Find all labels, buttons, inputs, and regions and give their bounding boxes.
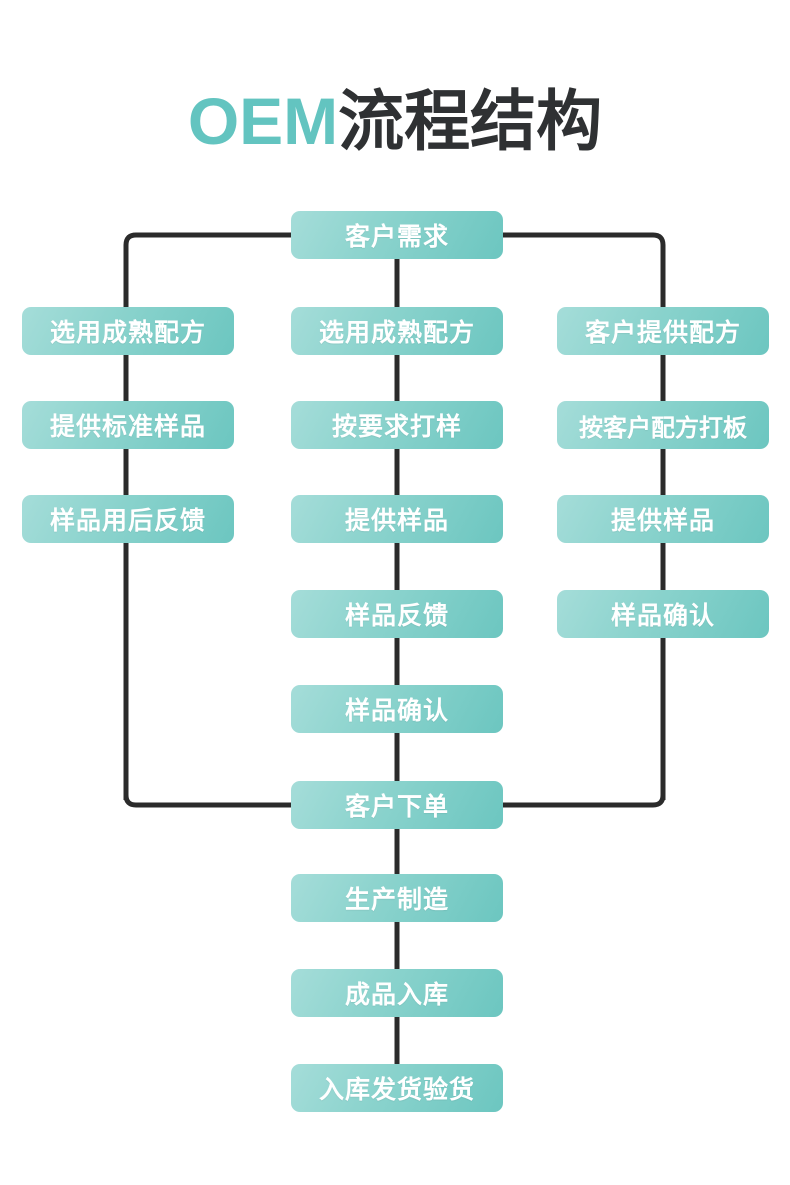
node-mid-5[interactable]: 样品确认: [291, 685, 503, 733]
node-left-3[interactable]: 样品用后反馈: [22, 495, 234, 543]
node-right-2[interactable]: 按客户配方打板: [557, 401, 769, 449]
page-title: OEM流程结构: [0, 88, 790, 154]
node-right-3[interactable]: 提供样品: [557, 495, 769, 543]
node-mid-3[interactable]: 提供样品: [291, 495, 503, 543]
node-left-2[interactable]: 提供标准样品: [22, 401, 234, 449]
node-tail-3[interactable]: 入库发货验货: [291, 1064, 503, 1112]
node-mid-1[interactable]: 选用成熟配方: [291, 307, 503, 355]
node-right-1[interactable]: 客户提供配方: [557, 307, 769, 355]
node-right-4[interactable]: 样品确认: [557, 590, 769, 638]
title-main-text: 流程结构: [338, 84, 603, 158]
node-mid-4[interactable]: 样品反馈: [291, 590, 503, 638]
title-accent-text: OEM: [187, 84, 339, 158]
node-tail-1[interactable]: 生产制造: [291, 874, 503, 922]
node-start-customer-requirement[interactable]: 客户需求: [291, 211, 503, 259]
node-mid-2[interactable]: 按要求打样: [291, 401, 503, 449]
node-tail-2[interactable]: 成品入库: [291, 969, 503, 1017]
node-order-placed[interactable]: 客户下单: [291, 781, 503, 829]
node-left-1[interactable]: 选用成熟配方: [22, 307, 234, 355]
